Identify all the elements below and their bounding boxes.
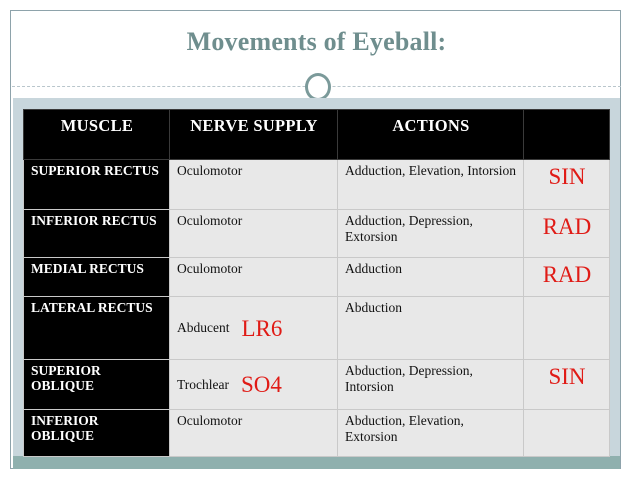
cell-mnemonic: SIN xyxy=(523,159,610,210)
cell-actions: Adduction, Depression, Extorsion xyxy=(337,209,524,258)
table-row: SUPERIOR OBLIQUE Trochlear SO4 Abduction… xyxy=(23,359,610,410)
cell-actions: Abduction, Depression, Intorsion xyxy=(337,359,524,410)
nerve-label: Trochlear xyxy=(177,376,229,392)
cell-mnemonic xyxy=(523,409,610,457)
nerve-mnemonic: LR6 xyxy=(241,315,283,341)
cell-mnemonic: SIN xyxy=(523,359,610,410)
cell-mnemonic: RAD xyxy=(523,209,610,258)
table-row: LATERAL RECTUS Abducent LR6 Abduction xyxy=(23,296,610,360)
cell-nerve-supply: Oculomotor xyxy=(169,159,338,210)
column-header-nerve-supply: NERVE SUPPLY xyxy=(169,109,338,160)
cell-nerve-supply: Oculomotor xyxy=(169,409,338,457)
cell-muscle: SUPERIOR OBLIQUE xyxy=(23,359,170,410)
table-row: INFERIOR OBLIQUE Oculomotor Abduction, E… xyxy=(23,409,610,457)
nerve-label: Abducent xyxy=(177,320,230,336)
cell-actions: Abduction, Elevation, Extorsion xyxy=(337,409,524,457)
table-container: MUSCLE NERVE SUPPLY ACTIONS SUPERIOR REC… xyxy=(23,109,610,457)
cell-muscle: SUPERIOR RECTUS xyxy=(23,159,170,210)
cell-actions: Adduction, Elevation, Intorsion xyxy=(337,159,524,210)
cell-nerve-supply: Abducent LR6 xyxy=(169,296,338,360)
cell-actions: Abduction xyxy=(337,296,524,360)
cell-nerve-supply: Oculomotor xyxy=(169,209,338,258)
cell-nerve-supply: Trochlear SO4 xyxy=(169,359,338,410)
column-header-muscle: MUSCLE xyxy=(23,109,170,160)
cell-actions: Adduction xyxy=(337,257,524,297)
table-row: INFERIOR RECTUS Oculomotor Adduction, De… xyxy=(23,209,610,258)
cell-muscle: INFERIOR RECTUS xyxy=(23,209,170,258)
table-row: SUPERIOR RECTUS Oculomotor Adduction, El… xyxy=(23,159,610,210)
cell-mnemonic: RAD xyxy=(523,257,610,297)
column-header-actions: ACTIONS xyxy=(337,109,524,160)
cell-nerve-supply: Oculomotor xyxy=(169,257,338,297)
cell-muscle: LATERAL RECTUS xyxy=(23,296,170,360)
cell-muscle: MEDIAL RECTUS xyxy=(23,257,170,297)
table-header-row: MUSCLE NERVE SUPPLY ACTIONS xyxy=(23,109,610,160)
eyeball-movements-table: MUSCLE NERVE SUPPLY ACTIONS SUPERIOR REC… xyxy=(23,109,610,457)
nerve-mnemonic: SO4 xyxy=(241,372,282,397)
nerve-supply-group: Abducent LR6 xyxy=(177,300,331,356)
cell-muscle: INFERIOR OBLIQUE xyxy=(23,409,170,457)
cell-mnemonic xyxy=(523,296,610,360)
table-row: MEDIAL RECTUS Oculomotor Adduction RAD xyxy=(23,257,610,297)
circle-ornament-icon xyxy=(305,73,331,101)
accent-bottom-band xyxy=(13,456,620,469)
slide-canvas: Movements of Eyeball: MUSCLE NERVE SUPPL… xyxy=(10,10,621,469)
page-title: Movements of Eyeball: xyxy=(186,27,447,56)
nerve-supply-group: Trochlear SO4 xyxy=(177,363,331,406)
column-header-mnemonic xyxy=(523,109,610,160)
